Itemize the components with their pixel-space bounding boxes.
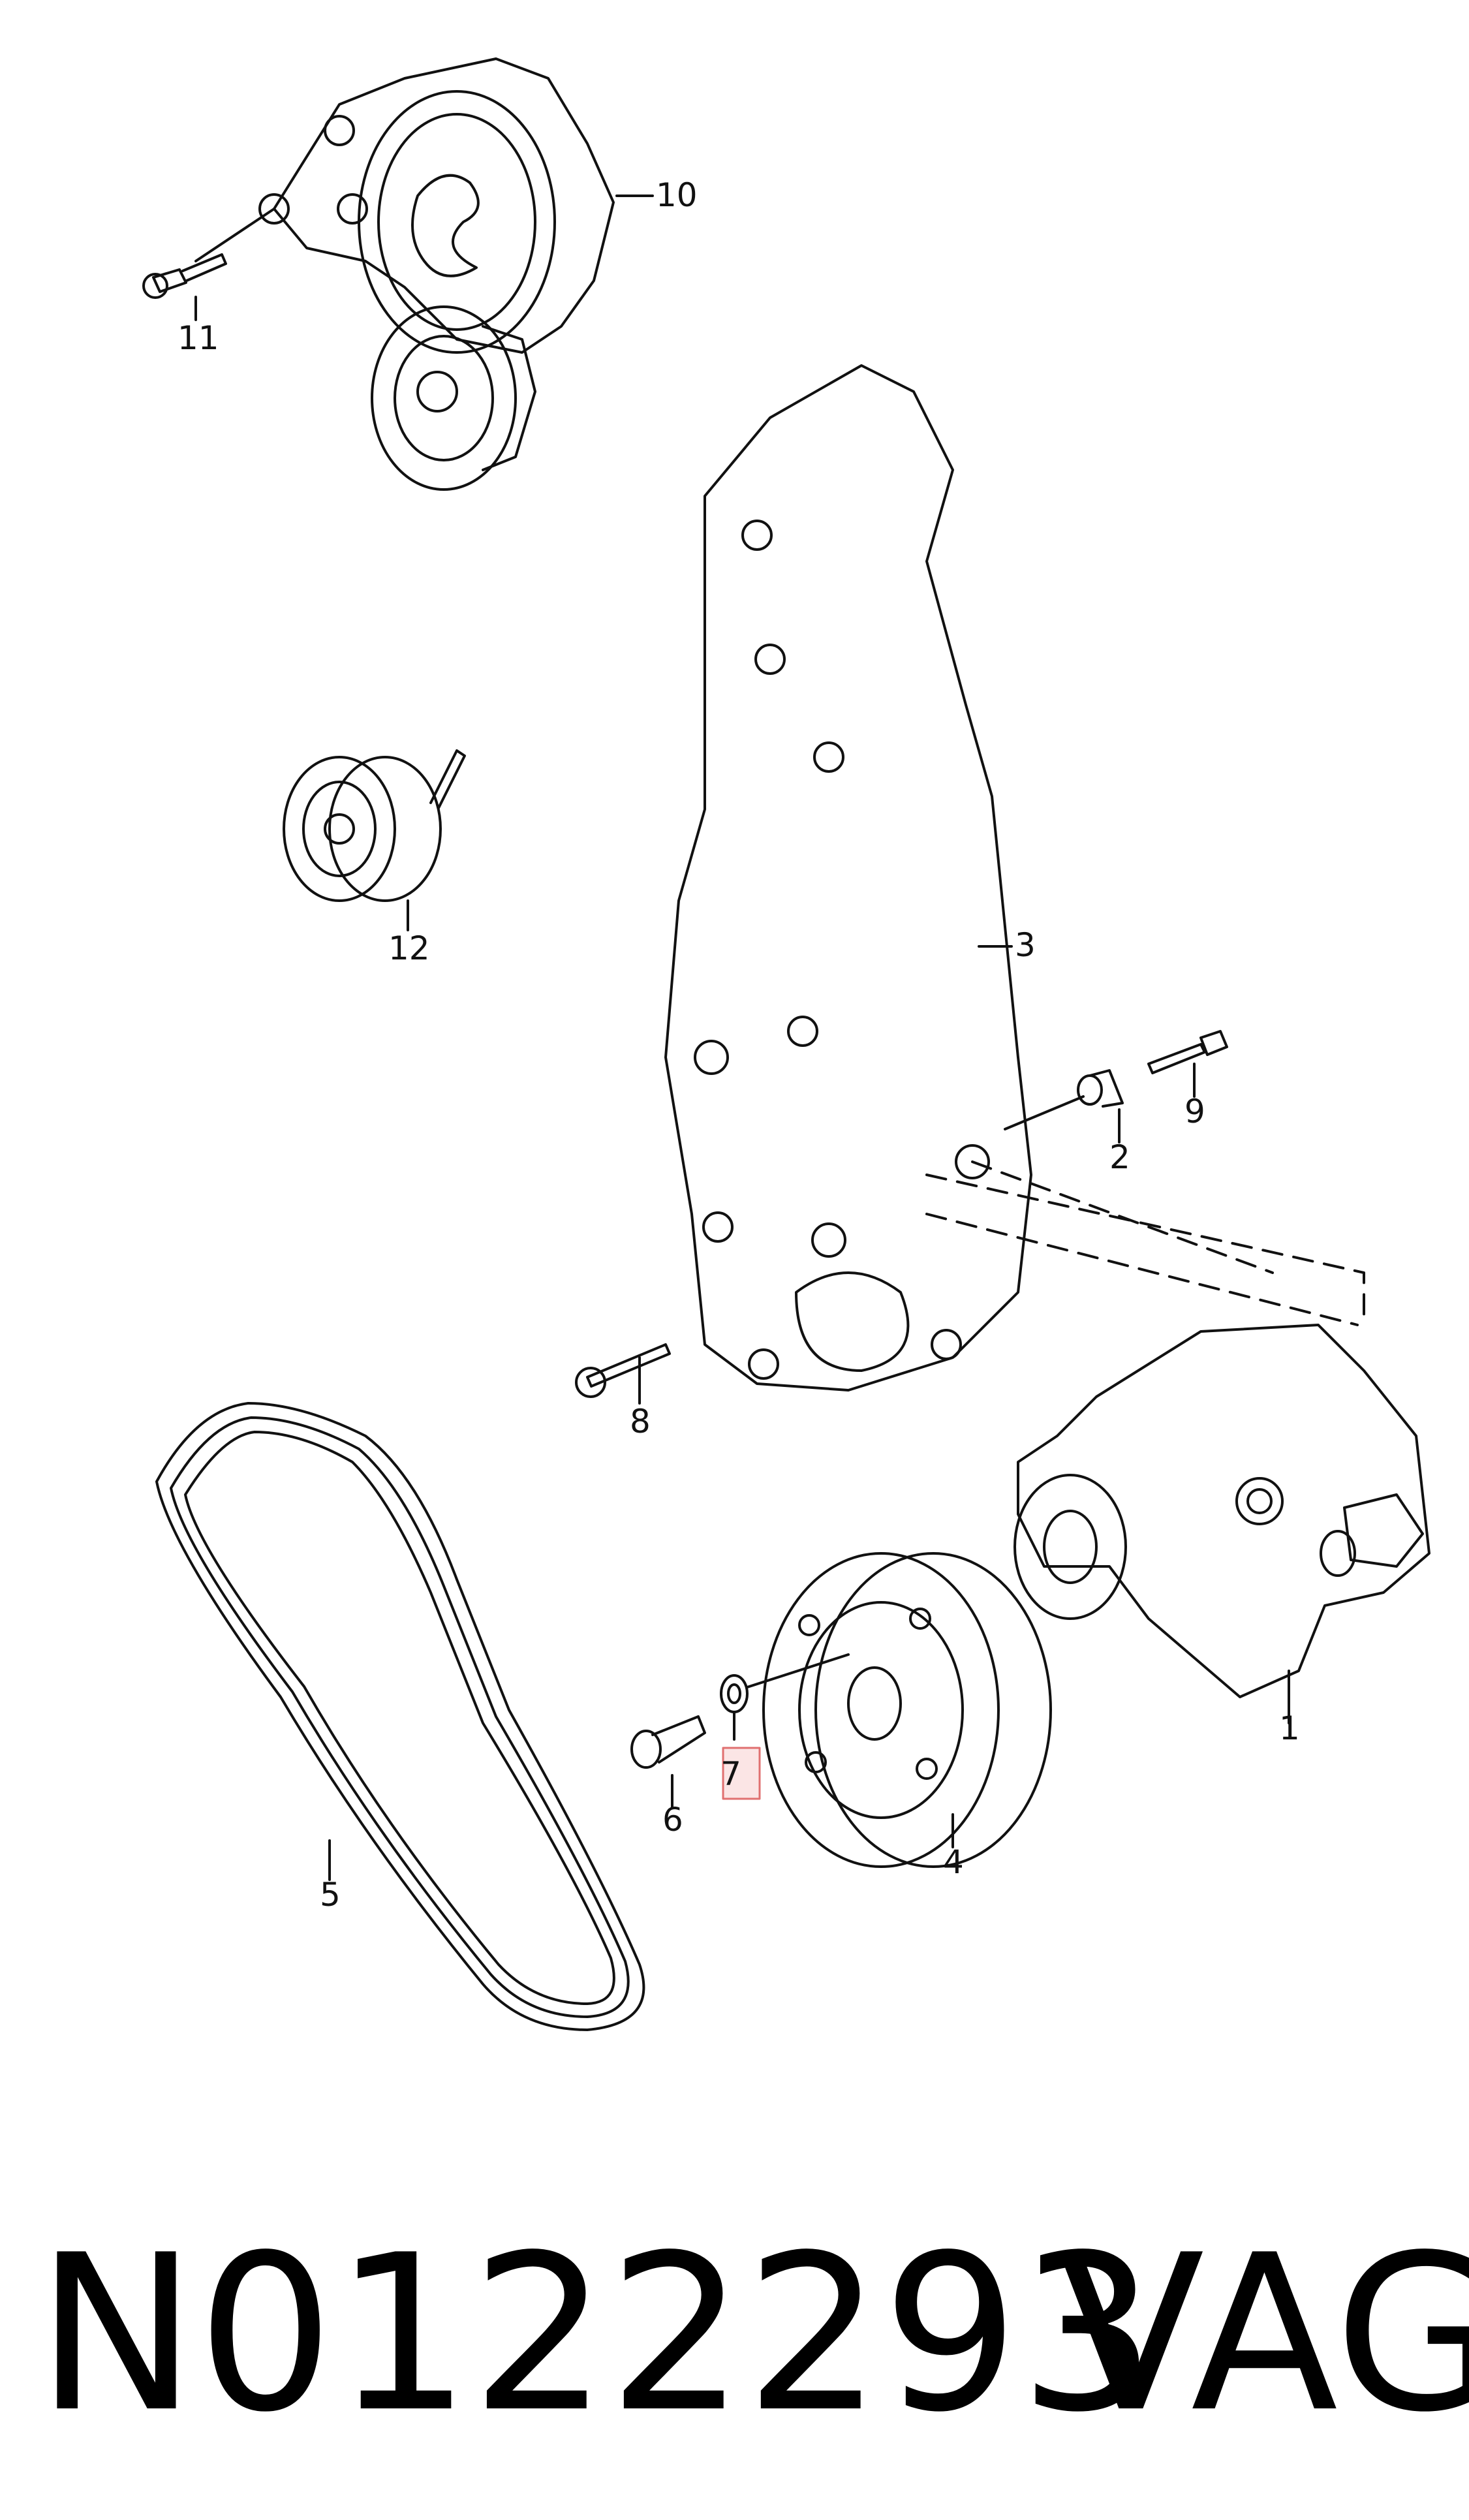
callout-10: 10 xyxy=(656,176,698,214)
steering-pump xyxy=(1013,1324,1430,1698)
poly-v-belt xyxy=(155,1402,645,2031)
callout-8: 8 xyxy=(630,1403,651,1440)
callout-4: 4 xyxy=(943,1843,964,1881)
callout-2: 2 xyxy=(1109,1138,1130,1176)
idler-pulley xyxy=(283,749,466,902)
pulley xyxy=(762,1552,1052,1868)
belt-tensioner xyxy=(194,57,615,491)
highlight-box xyxy=(722,1747,761,1800)
brand-name: VAG xyxy=(1057,2209,1469,2459)
guide-lines xyxy=(925,1160,1365,1326)
callout-6: 6 xyxy=(662,1801,683,1839)
callout-3: 3 xyxy=(1015,926,1036,964)
bolt-8 xyxy=(575,1343,671,1398)
callout-5: 5 xyxy=(320,1876,341,1914)
bolt-9 xyxy=(1147,1030,1228,1074)
callout-9: 9 xyxy=(1184,1093,1205,1130)
callout-11: 11 xyxy=(178,319,219,357)
callout-12: 12 xyxy=(388,929,430,967)
bolt-6 xyxy=(630,1715,706,1769)
callout-7: 7 xyxy=(720,1755,741,1793)
bracket xyxy=(664,364,1032,1392)
spacer-2 xyxy=(1077,1069,1124,1108)
part-number: N0122293 xyxy=(36,2209,1156,2459)
bolt-11 xyxy=(142,253,227,299)
washer-7 xyxy=(720,1674,749,1713)
callout-1: 1 xyxy=(1279,1709,1300,1747)
